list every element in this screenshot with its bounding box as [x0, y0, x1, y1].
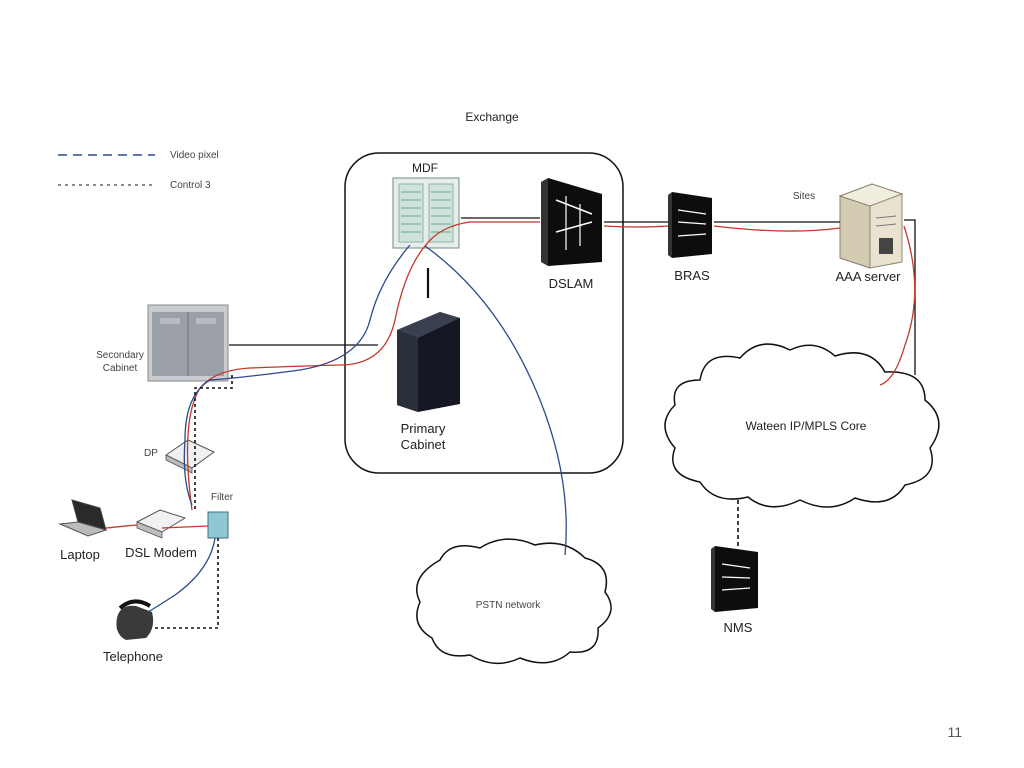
bras-label: BRAS — [674, 268, 710, 283]
dp-device — [165, 439, 215, 474]
blue-path-pstn — [424, 245, 567, 556]
nms-device — [711, 546, 758, 612]
primary-cabinet-device — [397, 312, 460, 412]
laptop-device — [58, 499, 108, 537]
connections — [105, 217, 916, 629]
aaa-top-label: Sites — [793, 191, 815, 202]
aaa-server-device — [838, 183, 904, 269]
page-number: 11 — [947, 724, 962, 740]
dslam-device — [541, 178, 602, 266]
primary-cabinet-label-2: Cabinet — [401, 437, 446, 452]
pstn-label: PSTN network — [476, 600, 541, 611]
legend-label-2: Control 3 — [170, 180, 211, 191]
dotted-secondary-dp — [194, 375, 233, 510]
filter-label: Filter — [211, 492, 234, 503]
pstn-cloud — [416, 538, 612, 664]
telephone-device — [116, 599, 154, 640]
secondary-cabinet-device — [147, 304, 229, 382]
red-data-path — [186, 221, 916, 511]
dp-label: DP — [144, 448, 158, 459]
dslam-label: DSLAM — [549, 276, 594, 291]
blue-path-secondary — [183, 244, 411, 506]
mdf-label: MDF — [412, 161, 438, 175]
ip-core-label: Wateen IP/MPLS Core — [746, 419, 867, 433]
bras-device — [668, 192, 712, 258]
exchange-box — [344, 152, 624, 474]
laptop-label: Laptop — [60, 547, 100, 562]
filter-device — [207, 511, 229, 539]
legend-label-1: Video pixel — [170, 150, 219, 161]
primary-cabinet-label-1: Primary — [401, 421, 446, 436]
exchange-label: Exchange — [465, 110, 519, 124]
secondary-cabinet-label-1: Secondary — [96, 350, 144, 361]
ip-core-cloud — [664, 343, 940, 508]
dsl-modem-device — [135, 509, 187, 539]
dotted-filter-telephone — [155, 538, 219, 629]
legend: Video pixel Control 3 — [58, 150, 219, 191]
telephone-label: Telephone — [103, 649, 163, 664]
aaa-server-label: AAA server — [835, 269, 901, 284]
dsl-modem-label: DSL Modem — [125, 545, 197, 560]
secondary-cabinet-label-2: Cabinet — [103, 363, 138, 374]
aaa-core-link — [904, 219, 916, 375]
blue-path-telephone — [147, 537, 216, 613]
nms-label: NMS — [724, 620, 753, 635]
mdf-device — [392, 177, 460, 249]
red-modem-link — [105, 524, 209, 529]
